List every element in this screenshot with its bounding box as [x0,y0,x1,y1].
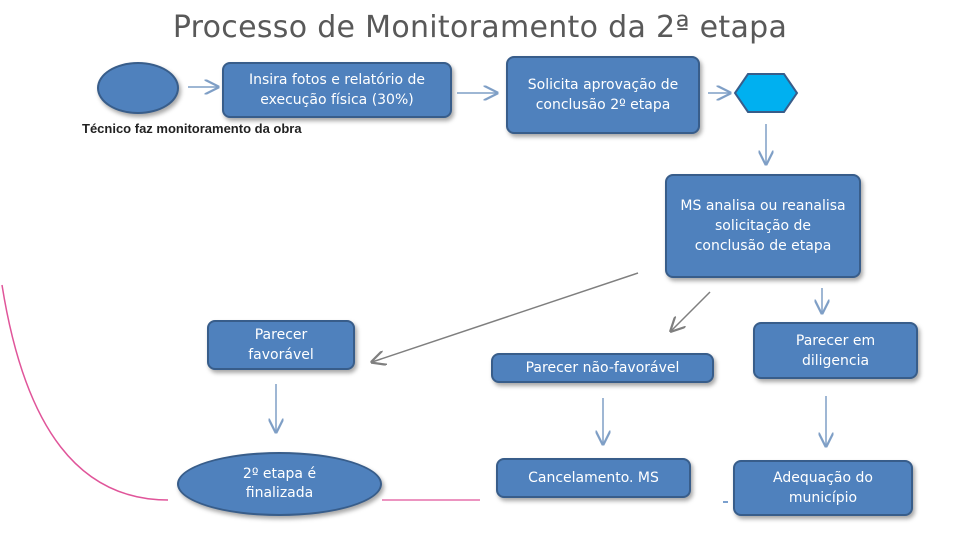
start-circle [97,62,179,114]
page-title: Processo de Monitoramento da 2ª etapa [172,10,788,45]
diligence-box: Parecer em diligencia [753,322,918,379]
request-approval-box: Solicita aprovação de conclusão 2º etapa [506,56,700,134]
arrow-analysis-to-favorable [372,272,639,362]
adequacy-box: Adequação do município [733,460,913,516]
insert-photos-box: Insira fotos e relatório de execução fís… [222,62,452,118]
favorable-box: Parecer favorável [207,320,355,370]
unfavorable-box: Parecer não-favorável [491,353,714,383]
start-caption: Técnico faz monitoramento da obra [82,121,302,136]
cancel-box: Cancelamento. MS [496,458,691,498]
finalized-oval: 2º etapa é finalizada [177,452,382,516]
pink-curve [1,284,169,501]
hexagon-decision-icon [733,73,799,113]
ms-analysis-box: MS analisa ou reanalisa solicitação de c… [665,174,861,278]
arrow-analysis-to-unfavorable [671,291,711,331]
